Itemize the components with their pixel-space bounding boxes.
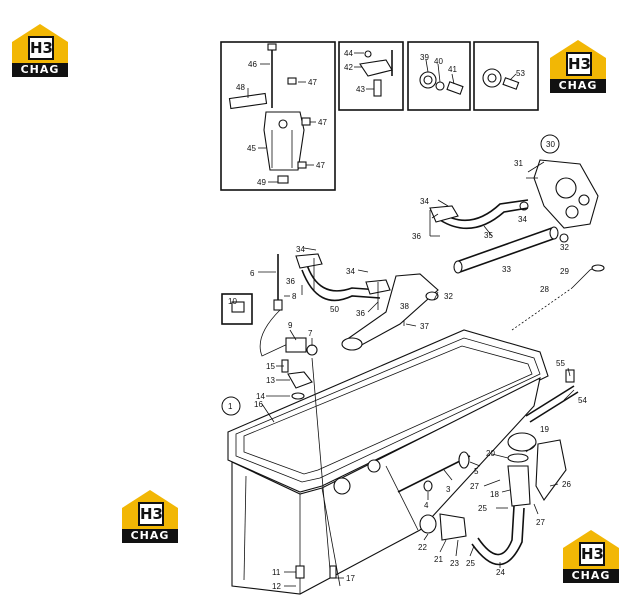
callout-38: 38 bbox=[400, 302, 409, 311]
callout-31: 31 bbox=[514, 159, 523, 168]
callout-34-c: 34 bbox=[296, 245, 305, 254]
callout-8: 8 bbox=[292, 292, 297, 301]
watermark-logo-bottom-right: H3 CHAG bbox=[563, 530, 619, 584]
logo-mark: H3 bbox=[138, 502, 164, 526]
watermark-logo-bottom-left: H3 CHAG bbox=[122, 490, 178, 544]
callout-47-a: 47 bbox=[308, 78, 317, 87]
seal-set-b-part bbox=[482, 68, 520, 90]
callout-4: 4 bbox=[424, 501, 429, 510]
callout-42: 42 bbox=[344, 63, 353, 72]
callout-36-c: 36 bbox=[356, 309, 365, 318]
callout-28: 28 bbox=[540, 285, 549, 294]
watermark-logo-top-right: H3 CHAG bbox=[550, 40, 606, 94]
callout-30: 30 bbox=[546, 140, 555, 149]
callout-labels: 44 42 43 39 40 41 53 46 47 48 47 45 47 4… bbox=[228, 49, 587, 591]
callout-33: 33 bbox=[502, 265, 511, 274]
callout-17: 17 bbox=[346, 574, 355, 583]
callout-24: 24 bbox=[496, 568, 505, 577]
callout-37: 37 bbox=[420, 322, 429, 331]
callout-10: 10 bbox=[228, 297, 237, 306]
filler-neck-part bbox=[507, 432, 567, 507]
callout-34-a: 34 bbox=[420, 197, 429, 206]
callout-32-b: 32 bbox=[444, 292, 453, 301]
callout-19: 19 bbox=[540, 425, 549, 434]
oil-pump-part bbox=[533, 159, 599, 229]
callout-22: 22 bbox=[418, 543, 427, 552]
logo-mark: H3 bbox=[28, 36, 54, 60]
callout-6: 6 bbox=[250, 269, 255, 278]
detail-box-sensor bbox=[221, 293, 253, 325]
callout-47-c: 47 bbox=[316, 161, 325, 170]
callout-circle-30 bbox=[540, 134, 560, 154]
callout-21: 21 bbox=[434, 555, 443, 564]
seal-set-a-part bbox=[419, 71, 464, 95]
logo-word: CHAG bbox=[550, 79, 606, 93]
detail-box-oil-pump-housing bbox=[220, 41, 336, 191]
callout-25-a: 25 bbox=[478, 504, 487, 513]
callout-26: 26 bbox=[562, 480, 571, 489]
callout-circle-1 bbox=[221, 396, 241, 416]
callout-3: 3 bbox=[446, 485, 451, 494]
callout-48: 48 bbox=[236, 83, 245, 92]
detail-box-bracket bbox=[338, 41, 404, 111]
leader-lines bbox=[258, 161, 575, 587]
callout-16: 16 bbox=[254, 400, 263, 409]
callout-36-a: 36 bbox=[412, 232, 421, 241]
callout-25-b: 25 bbox=[466, 559, 475, 568]
callout-7: 7 bbox=[308, 329, 313, 338]
callout-18: 18 bbox=[490, 490, 499, 499]
callout-46: 46 bbox=[248, 60, 257, 69]
logo-mark: H3 bbox=[566, 52, 592, 76]
callout-27-a: 27 bbox=[470, 482, 479, 491]
callout-39: 39 bbox=[420, 53, 429, 62]
callout-36-b: 36 bbox=[286, 277, 295, 286]
callout-34-d: 34 bbox=[346, 267, 355, 276]
callout-55: 55 bbox=[556, 359, 565, 368]
callout-13: 13 bbox=[266, 376, 275, 385]
detail-box-seal-b bbox=[473, 41, 539, 111]
callout-29: 29 bbox=[560, 267, 569, 276]
callout-54: 54 bbox=[578, 396, 587, 405]
oil-pan-part bbox=[227, 329, 549, 595]
callout-34-b: 34 bbox=[518, 215, 527, 224]
bracket-part bbox=[359, 50, 393, 97]
callout-14: 14 bbox=[256, 392, 265, 401]
callout-50: 50 bbox=[330, 305, 339, 314]
callout-47-b: 47 bbox=[318, 118, 327, 127]
callout-1: 1 bbox=[228, 402, 233, 411]
callout-11: 11 bbox=[272, 568, 281, 577]
callout-44: 44 bbox=[344, 49, 353, 58]
callout-35: 35 bbox=[484, 231, 493, 240]
callout-40: 40 bbox=[434, 57, 443, 66]
callout-32-a: 32 bbox=[560, 243, 569, 252]
callout-9: 9 bbox=[288, 321, 293, 330]
callout-5: 5 bbox=[474, 467, 479, 476]
logo-mark: H3 bbox=[579, 542, 605, 566]
callout-23: 23 bbox=[450, 559, 459, 568]
callout-41: 41 bbox=[448, 65, 457, 74]
callout-43: 43 bbox=[356, 85, 365, 94]
callout-45: 45 bbox=[247, 144, 256, 153]
callout-15: 15 bbox=[266, 362, 275, 371]
logo-word: CHAG bbox=[12, 63, 68, 77]
callout-20: 20 bbox=[486, 449, 495, 458]
callout-49: 49 bbox=[257, 178, 266, 187]
logo-word: CHAG bbox=[563, 569, 619, 583]
callout-53: 53 bbox=[516, 69, 525, 78]
callout-12: 12 bbox=[272, 582, 281, 591]
callout-27-b: 27 bbox=[536, 518, 545, 527]
logo-word: CHAG bbox=[122, 529, 178, 543]
oil-pump-housing-part bbox=[228, 43, 311, 184]
detail-box-seal-a bbox=[407, 41, 471, 111]
watermark-logo-top-left: H3 CHAG bbox=[12, 24, 68, 78]
